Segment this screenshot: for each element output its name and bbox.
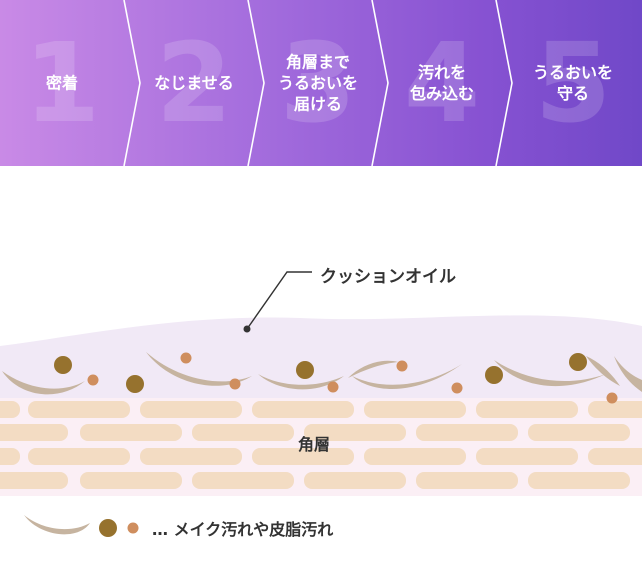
legend-dirt-small-icon <box>127 522 139 534</box>
flake <box>586 356 620 386</box>
cell <box>252 401 354 418</box>
dirt-large <box>54 356 72 374</box>
flake <box>2 371 85 395</box>
dirt-large <box>569 353 587 371</box>
cell <box>588 401 642 418</box>
legend-icons <box>24 515 139 537</box>
cell <box>28 401 130 418</box>
cell <box>0 472 68 489</box>
step-2: 2 なじませる <box>132 0 256 166</box>
cell <box>416 424 518 441</box>
cell <box>0 448 20 465</box>
cell <box>304 424 406 441</box>
dirt-small <box>327 381 339 393</box>
step-4: 4 汚れを 包み込む <box>380 0 504 166</box>
cell <box>0 401 20 418</box>
flake <box>258 374 344 390</box>
skin-diagram <box>0 271 642 496</box>
step-label: 角層まで うるおいを 届ける <box>277 52 358 114</box>
cell <box>364 448 466 465</box>
separator-chevron <box>123 0 141 166</box>
step-separators <box>123 0 513 166</box>
dirt-particles <box>54 352 618 404</box>
cell <box>28 448 130 465</box>
dirt-small <box>229 378 241 390</box>
dirt-small <box>396 360 408 372</box>
cell <box>476 401 578 418</box>
cell <box>588 448 642 465</box>
cell <box>416 472 518 489</box>
step-number: 2 <box>155 19 233 147</box>
cell <box>252 448 354 465</box>
cell <box>192 472 294 489</box>
dirt-large <box>485 366 503 384</box>
separator-chevron <box>495 0 513 166</box>
dirt-small <box>451 382 463 394</box>
step-label: 汚れを 包み込む <box>409 63 474 103</box>
cell <box>80 424 182 441</box>
step-number: 4 <box>403 19 481 147</box>
legend-dirt-large-icon <box>99 519 117 537</box>
dirt-small <box>606 392 618 404</box>
step-5: 5 うるおいを 守る <box>504 0 642 166</box>
dirt-small <box>180 352 192 364</box>
flake <box>146 352 252 386</box>
step-1: 1 密着 <box>0 0 124 166</box>
step-number: 3 <box>279 19 357 147</box>
oil-label: クッションオイル <box>320 267 456 287</box>
step-number: 1 <box>23 19 101 147</box>
flake <box>352 364 462 389</box>
flake <box>494 360 606 387</box>
legend-flake-icon <box>24 515 90 535</box>
horny-layer-label: 角層 <box>298 435 331 454</box>
step-label: うるおいを 守る <box>532 63 613 103</box>
cell <box>192 424 294 441</box>
steps-banner: 1 密着 2 なじませる 3 角層まで うるおいを 届ける 4 汚れを 包み込む… <box>0 0 642 166</box>
cell <box>80 472 182 489</box>
separator-chevron <box>371 0 389 166</box>
step-label: 密着 <box>45 73 78 93</box>
step-number: 5 <box>534 19 612 147</box>
cell <box>476 448 578 465</box>
step-3: 3 角層まで うるおいを 届ける <box>256 0 380 166</box>
dirt-small <box>87 374 99 386</box>
cell <box>140 448 242 465</box>
oil-leader-line <box>246 271 312 330</box>
cell <box>304 472 406 489</box>
flake <box>614 356 642 392</box>
separator-chevron <box>247 0 265 166</box>
cell <box>528 424 630 441</box>
dirt-large <box>126 375 144 393</box>
cell <box>364 401 466 418</box>
cushion-oil-layer <box>0 315 642 398</box>
cell <box>528 472 630 489</box>
oil-leader-dot <box>243 325 251 333</box>
cell <box>0 424 68 441</box>
dirt-large <box>296 361 314 379</box>
legend-text: … メイク汚れや皮脂汚れ <box>152 520 334 539</box>
cell <box>140 401 242 418</box>
step-label: なじませる <box>154 73 234 93</box>
flake <box>348 360 398 378</box>
